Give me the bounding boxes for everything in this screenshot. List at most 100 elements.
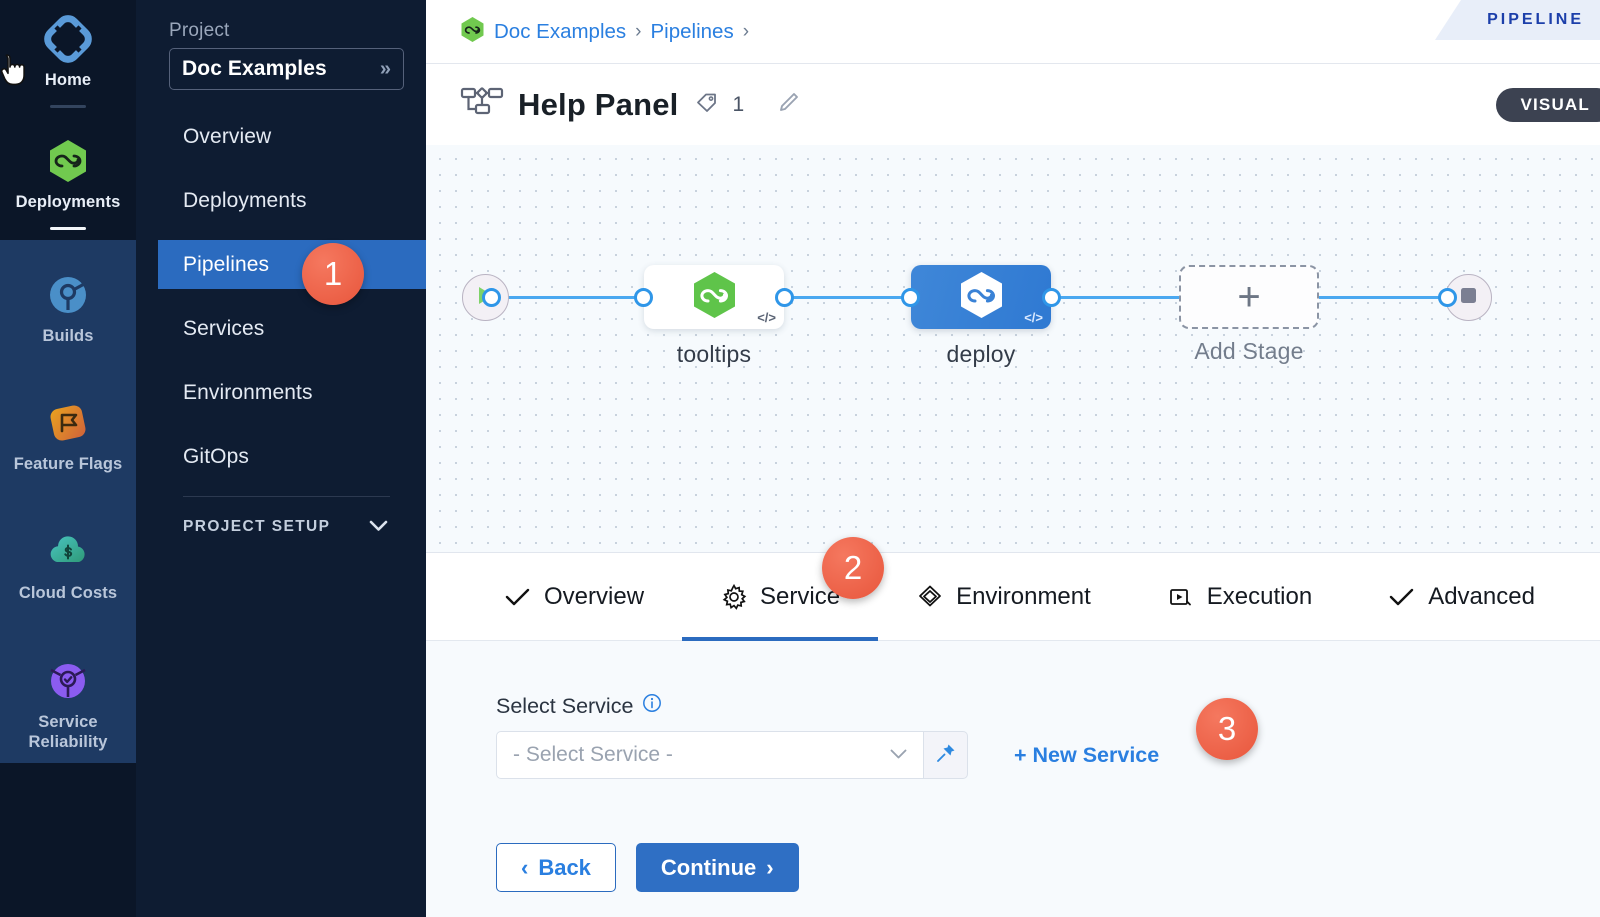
info-icon[interactable] xyxy=(642,693,662,719)
continue-button-label: Continue xyxy=(660,854,757,880)
select-service-input[interactable]: - Select Service - xyxy=(496,731,924,779)
deployments-hexagon-icon xyxy=(43,136,93,186)
rail-item-feature-flags[interactable]: Feature Flags xyxy=(0,370,136,500)
back-button-label: Back xyxy=(538,854,591,880)
breadcrumb: Doc Examples › Pipelines › PIPELINE xyxy=(426,0,1600,63)
connector-port[interactable] xyxy=(482,288,501,307)
breadcrumb-item-project[interactable]: Doc Examples xyxy=(494,19,627,43)
select-service-row: - Select Service - xyxy=(496,731,1600,779)
harness-hexagon-white-icon xyxy=(958,270,1005,325)
sidebar-item-label: Pipelines xyxy=(183,252,270,276)
pin-service-button[interactable] xyxy=(924,731,968,779)
play-box-icon xyxy=(1167,583,1194,610)
builds-circle-icon xyxy=(43,270,93,320)
chevron-double-right-icon: » xyxy=(379,58,391,80)
callout-badge-3: 3 xyxy=(1196,698,1258,760)
sidebar-item-label: Services xyxy=(183,316,265,340)
stage-node-tooltips[interactable]: </> xyxy=(644,265,784,329)
sidebar-item-environments[interactable]: Environments xyxy=(136,368,426,417)
sidebar-item-gitops[interactable]: GitOps xyxy=(136,432,426,481)
pipeline-titlebar: Help Panel 1 VISUAL xyxy=(426,63,1600,145)
tab-environment[interactable]: Environment xyxy=(878,553,1129,641)
connector-port[interactable] xyxy=(775,288,794,307)
stage-tabs: Overview Service xyxy=(426,553,1600,641)
new-service-link[interactable]: + New Service xyxy=(1014,742,1160,767)
check-icon xyxy=(504,583,531,610)
pencil-icon[interactable] xyxy=(776,89,802,120)
continue-button[interactable]: Continue › xyxy=(635,843,799,892)
callout-badge-2: 2 xyxy=(822,537,884,599)
plus-icon: + xyxy=(1237,275,1261,319)
rail-item-label: Feature Flags xyxy=(13,455,123,474)
layers-diamond-icon xyxy=(916,583,943,610)
back-button[interactable]: ‹ Back xyxy=(496,843,616,892)
select-service-label: Select Service xyxy=(496,693,634,718)
tag-count: 1 xyxy=(732,92,745,116)
code-badge-icon: </> xyxy=(1024,310,1043,325)
sidebar-item-label: GitOps xyxy=(183,444,249,468)
tab-label: Overview xyxy=(544,582,645,610)
sidebar-item-overview[interactable]: Overview xyxy=(136,112,426,161)
module-rail: Home Deployments xyxy=(0,0,136,917)
tab-label: Execution xyxy=(1206,582,1313,610)
rail-active-underline xyxy=(50,104,86,108)
tab-advanced[interactable]: Advanced xyxy=(1350,553,1573,641)
rail-item-service-reliability[interactable]: Service Reliability xyxy=(0,627,136,763)
connector-port[interactable] xyxy=(634,288,653,307)
tab-service[interactable]: Service xyxy=(682,553,879,641)
rail-item-cloud-costs[interactable]: Cloud Costs xyxy=(0,499,136,628)
stop-icon xyxy=(1459,286,1478,310)
callout-number: 2 xyxy=(843,549,863,586)
connector-port[interactable] xyxy=(1042,288,1061,307)
connector-port[interactable] xyxy=(1438,288,1457,307)
service-form-panel: Select Service - Select Service - xyxy=(426,641,1600,917)
chevron-right-icon: › xyxy=(766,854,774,880)
pipeline-canvas[interactable]: </> tooltips </> deploy + xyxy=(426,145,1600,553)
tab-label: Environment xyxy=(956,582,1091,610)
rail-item-label: Service Reliability xyxy=(28,712,108,751)
mode-badge-visual[interactable]: VISUAL xyxy=(1496,87,1600,122)
tab-label: Advanced xyxy=(1428,582,1535,610)
pin-icon xyxy=(935,742,957,769)
project-hexagon-icon xyxy=(460,16,485,48)
project-setup-section[interactable]: PROJECT SETUP xyxy=(136,517,426,537)
rail-item-home[interactable]: Home xyxy=(0,0,136,118)
sidebar-item-pipelines[interactable]: Pipelines xyxy=(158,240,426,289)
project-selector-value: Doc Examples xyxy=(182,57,327,80)
rail-item-label: Deployments xyxy=(15,192,121,211)
select-service-label-row: Select Service xyxy=(496,693,1600,719)
project-nav-list: Overview Deployments Pipelines Services … xyxy=(136,112,426,481)
rail-active-underline xyxy=(50,226,86,230)
sidebar-item-services[interactable]: Services xyxy=(136,304,426,353)
main-content: Doc Examples › Pipelines › PIPELINE Help… xyxy=(426,0,1600,917)
rail-item-label: Cloud Costs xyxy=(18,584,118,603)
tab-execution[interactable]: Execution xyxy=(1129,553,1350,641)
sidebar-item-deployments[interactable]: Deployments xyxy=(136,176,426,225)
breadcrumb-separator: › xyxy=(742,20,750,42)
select-service-value: - Select Service - xyxy=(513,743,673,766)
connector-wire xyxy=(474,296,672,299)
pipeline-ribbon: PIPELINE xyxy=(1435,0,1600,40)
breadcrumb-separator: › xyxy=(635,20,642,42)
rail-item-builds[interactable]: Builds xyxy=(0,239,136,371)
connector-port[interactable] xyxy=(901,288,920,307)
stage-node-deploy[interactable]: </> xyxy=(911,265,1051,329)
project-selector[interactable]: Doc Examples » xyxy=(169,48,404,90)
sidebar-item-label: Overview xyxy=(183,124,272,148)
breadcrumb-item-pipelines[interactable]: Pipelines xyxy=(650,19,734,43)
feature-flags-icon xyxy=(43,398,93,448)
cloud-costs-icon xyxy=(43,527,93,577)
tag-icon xyxy=(695,90,719,119)
pipeline-graph-icon xyxy=(460,84,504,125)
tab-overview[interactable]: Overview xyxy=(466,553,682,641)
check-icon xyxy=(1388,583,1415,610)
rail-item-deployments[interactable]: Deployments xyxy=(0,117,136,240)
gear-icon xyxy=(720,583,747,610)
connector-wire xyxy=(778,296,978,299)
callout-badge-1: 1 xyxy=(302,243,364,305)
project-setup-label: PROJECT SETUP xyxy=(183,518,331,535)
service-reliability-icon xyxy=(43,656,93,706)
stage-label-tooltips: tooltips xyxy=(676,341,752,367)
code-badge-icon: </> xyxy=(757,310,776,325)
add-stage-button[interactable]: + xyxy=(1179,265,1319,329)
